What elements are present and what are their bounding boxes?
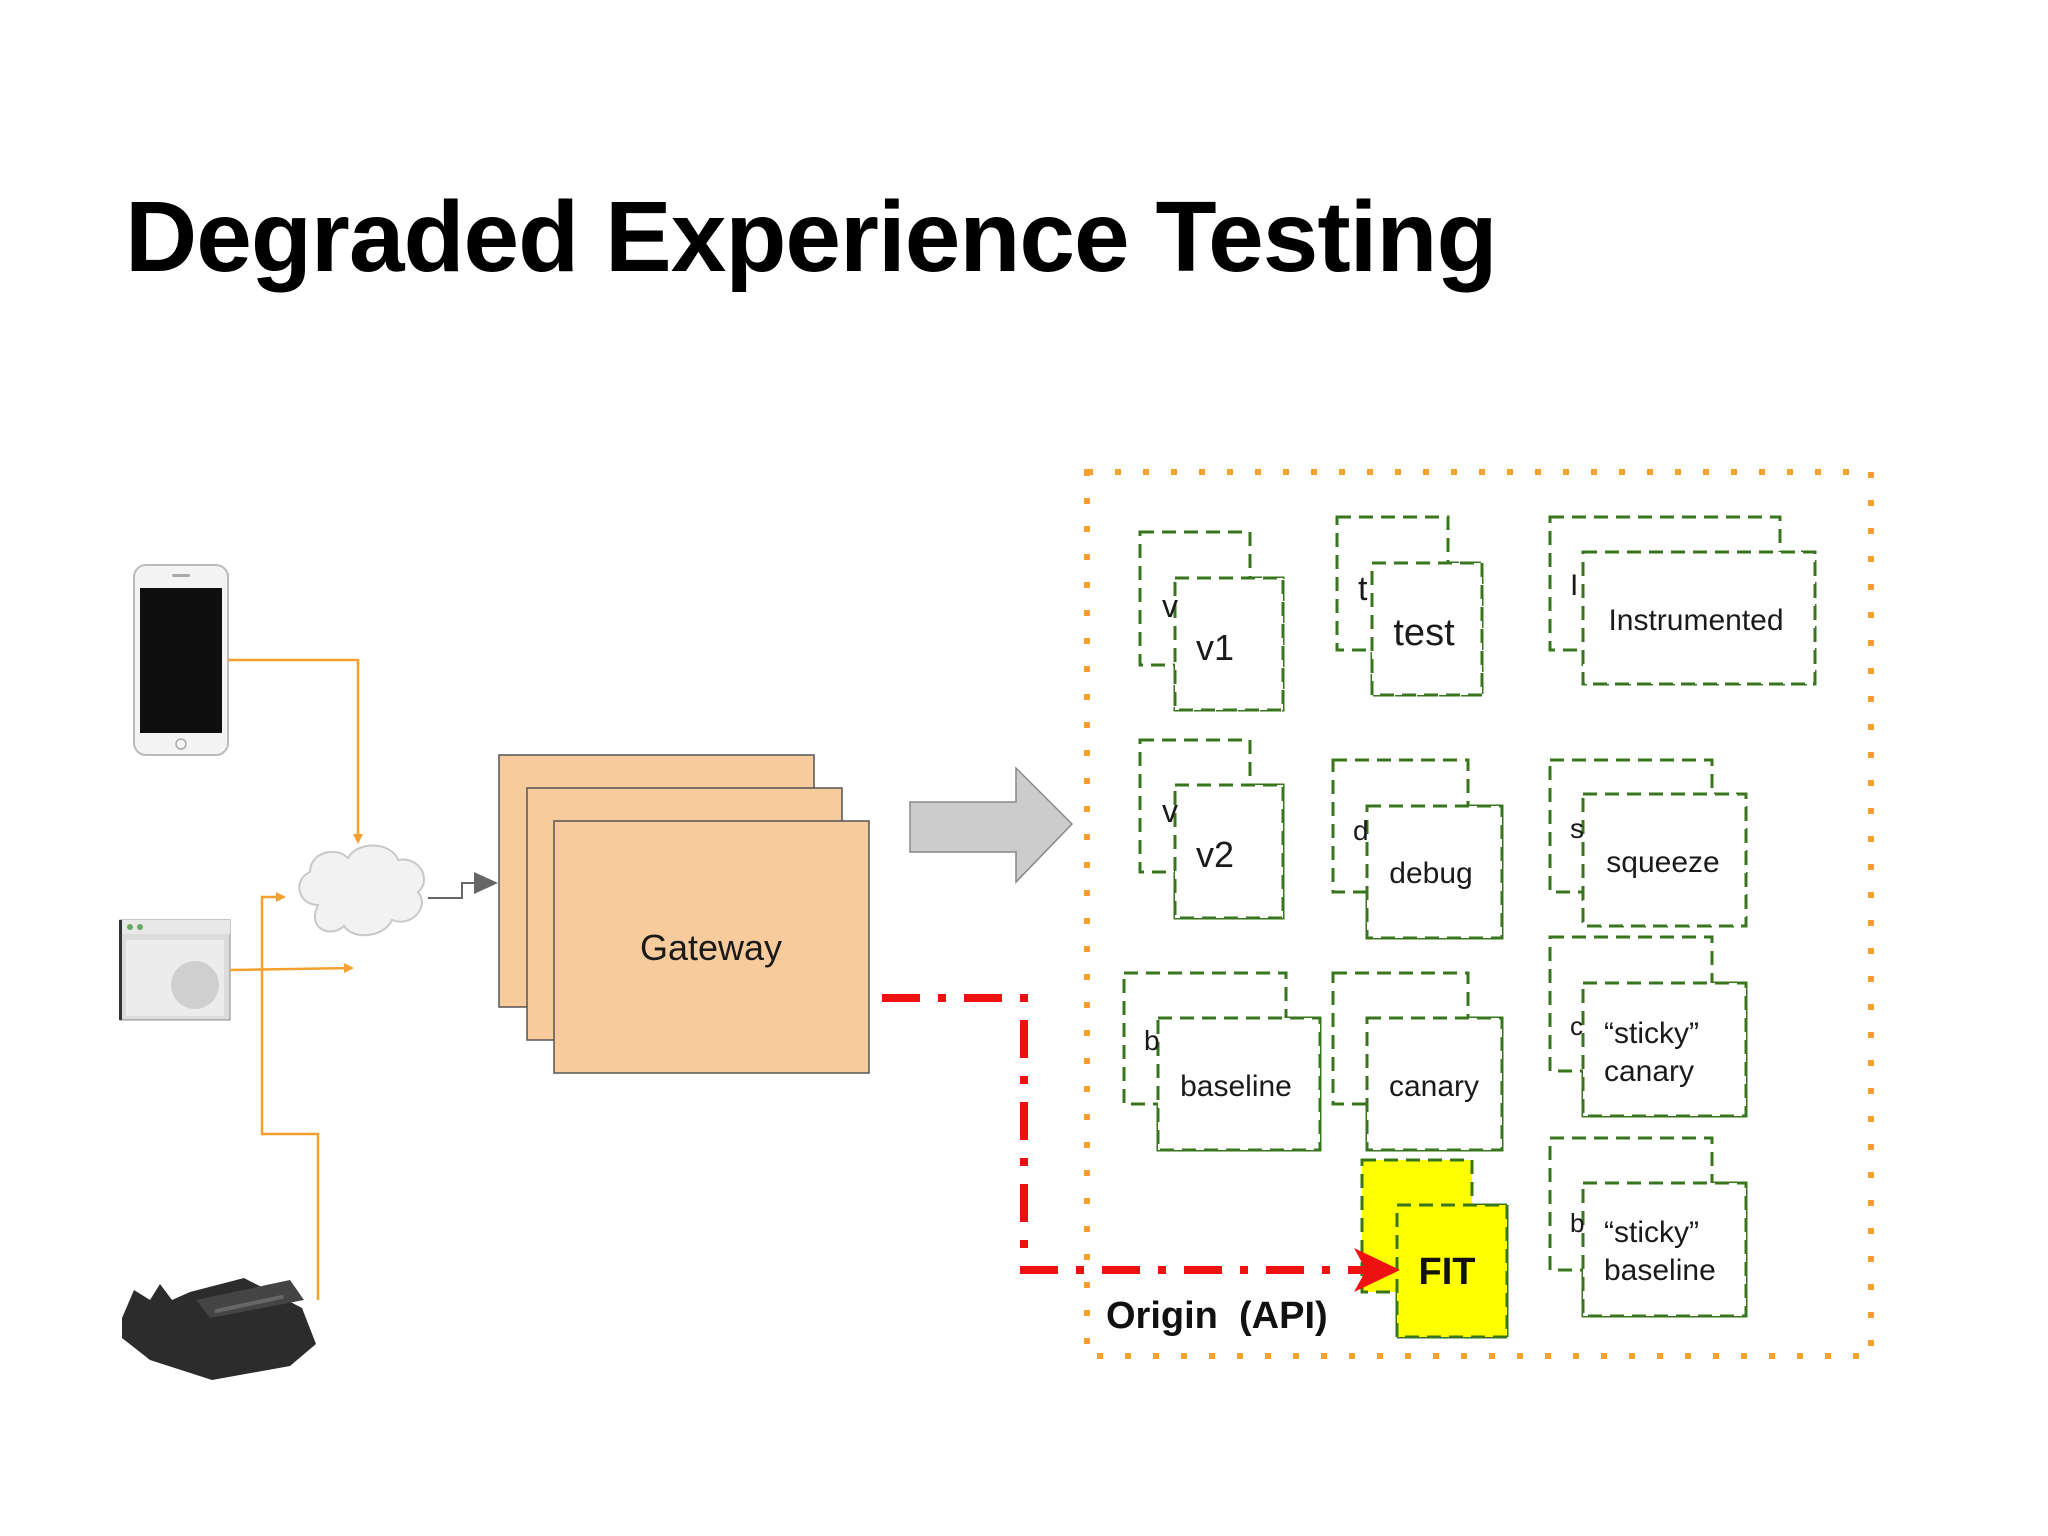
cluster-instrumented-label: Instrumented <box>1608 604 1783 637</box>
page-title: Degraded Experience Testing <box>125 181 1498 293</box>
cluster-sticky-canary-label-1: “sticky” <box>1604 1017 1699 1050</box>
cluster-baseline-label: baseline <box>1180 1070 1292 1103</box>
cluster-sticky-baseline-label-1: “sticky” <box>1604 1216 1699 1249</box>
fit-injection-path <box>882 994 1400 1292</box>
gateway-stack: Gateway <box>498 754 870 1074</box>
cluster-v1-peek: v <box>1162 588 1178 624</box>
cluster-v2: v v2 <box>1138 738 1285 920</box>
big-arrow <box>909 766 1074 884</box>
gateway-label: Gateway <box>640 927 782 968</box>
fit-box: FIT <box>1360 1158 1509 1339</box>
origin-boundary <box>1084 469 1874 1359</box>
cluster-sticky-baseline: b “sticky” baseline <box>1548 1136 1748 1318</box>
cluster-instrumented: I Instrumented <box>1548 515 1817 686</box>
cluster-debug-peek: d <box>1353 815 1369 846</box>
origin-label: Origin (API) <box>1106 1295 1328 1337</box>
cluster-test-label: test <box>1393 612 1455 654</box>
cluster-squeeze-label: squeeze <box>1606 846 1719 879</box>
cluster-canary-label: canary <box>1389 1070 1479 1103</box>
cluster-debug: d debug <box>1331 758 1504 940</box>
cloud-to-gateway-connector <box>428 872 498 899</box>
cluster-squeeze: s squeeze <box>1548 758 1748 928</box>
cluster-v2-peek: v <box>1162 793 1178 829</box>
cluster-sticky-baseline-label-2: baseline <box>1604 1254 1716 1287</box>
cluster-sticky-canary-peek: c <box>1570 1011 1583 1041</box>
cluster-instrumented-peek: I <box>1570 569 1578 602</box>
cloud-icon <box>298 844 425 937</box>
cluster-squeeze-peek: s <box>1570 813 1584 844</box>
cluster-v1: v v1 <box>1138 530 1285 712</box>
cluster-baseline-peek: b <box>1144 1025 1160 1056</box>
cluster-canary: canary <box>1331 971 1504 1152</box>
cluster-sticky-canary: c “sticky” canary <box>1548 935 1748 1118</box>
cluster-debug-label: debug <box>1389 857 1472 890</box>
cluster-sticky-canary-label-2: canary <box>1604 1055 1694 1088</box>
device-connectors <box>228 658 363 1300</box>
cluster-test: t test <box>1335 515 1484 697</box>
cluster-sticky-baseline-peek: b <box>1570 1208 1584 1238</box>
cluster-baseline: b baseline <box>1122 971 1322 1152</box>
fit-label: FIT <box>1419 1251 1476 1293</box>
smartphone-icon <box>133 564 229 756</box>
browser-window-icon <box>119 919 231 1021</box>
set-top-box-icon <box>122 1278 316 1380</box>
cluster-test-peek: t <box>1358 570 1368 608</box>
cluster-v2-label: v2 <box>1196 834 1234 875</box>
cluster-v1-label: v1 <box>1196 627 1234 668</box>
